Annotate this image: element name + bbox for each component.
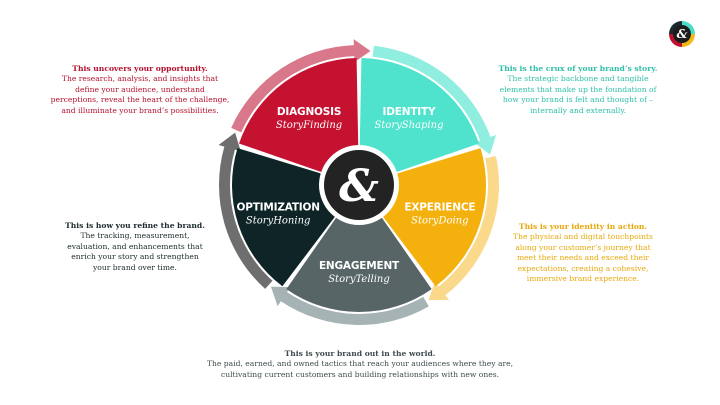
segment-diagnosis — [238, 58, 359, 173]
segment-title-identity: IDENTITY — [383, 106, 436, 118]
engagement-body: The paid, earned, and owned tactics that… — [206, 359, 514, 379]
segment-title-experience: EXPERIENCE — [404, 201, 475, 213]
diagnosis-body: The research, analysis, and insights tha… — [50, 74, 230, 115]
segment-subtitle-engagement: StoryTelling — [328, 274, 390, 285]
identity-description: This is the crux of your brand’s story. … — [478, 64, 678, 116]
brand-logo: & — [669, 21, 695, 47]
identity-body: The strategic backbone and tangible elem… — [499, 74, 657, 115]
diagnosis-description: This uncovers your opportunity. The rese… — [40, 64, 240, 116]
experience-description: This is your identity in action. The phy… — [498, 222, 668, 284]
segment-experience — [381, 148, 486, 287]
optimization-body: The tracking, measurement, evaluation, a… — [67, 231, 203, 272]
segment-title-diagnosis: DIAGNOSIS — [277, 106, 341, 118]
experience-heading: This is your identity in action. — [518, 222, 648, 231]
engagement-heading: This is your brand out in the world. — [284, 349, 436, 358]
segment-identity — [359, 58, 480, 173]
arrow-diagnosis — [231, 39, 371, 133]
segment-engagement — [286, 216, 432, 313]
arrow-optimization — [218, 132, 273, 289]
experience-body: The physical and digital touchpoints alo… — [513, 232, 653, 284]
segment-subtitle-diagnosis: StoryFinding — [276, 120, 342, 131]
logo-glyph: & — [673, 25, 691, 43]
center-ampersand-icon: & — [339, 161, 379, 212]
segment-title-engagement: ENGAGEMENT — [319, 260, 400, 272]
engagement-description: This is your brand out in the world. The… — [180, 349, 540, 380]
segment-subtitle-identity: StoryShaping — [374, 120, 443, 131]
identity-heading: This is the crux of your brand’s story. — [498, 64, 658, 73]
optimization-heading: This is how you refine the brand. — [65, 221, 205, 230]
segment-subtitle-optimization: StoryHoning — [246, 215, 311, 226]
center-disc — [324, 150, 394, 220]
diagnosis-heading: This uncovers your opportunity. — [72, 64, 208, 73]
segment-optimization — [231, 148, 337, 287]
optimization-description: This is how you refine the brand. The tr… — [50, 221, 220, 273]
arrow-engagement — [270, 286, 429, 325]
arrow-identity — [372, 45, 497, 155]
segment-title-optimization: OPTIMIZATION — [236, 201, 319, 213]
segment-subtitle-experience: StoryDoing — [411, 215, 468, 226]
